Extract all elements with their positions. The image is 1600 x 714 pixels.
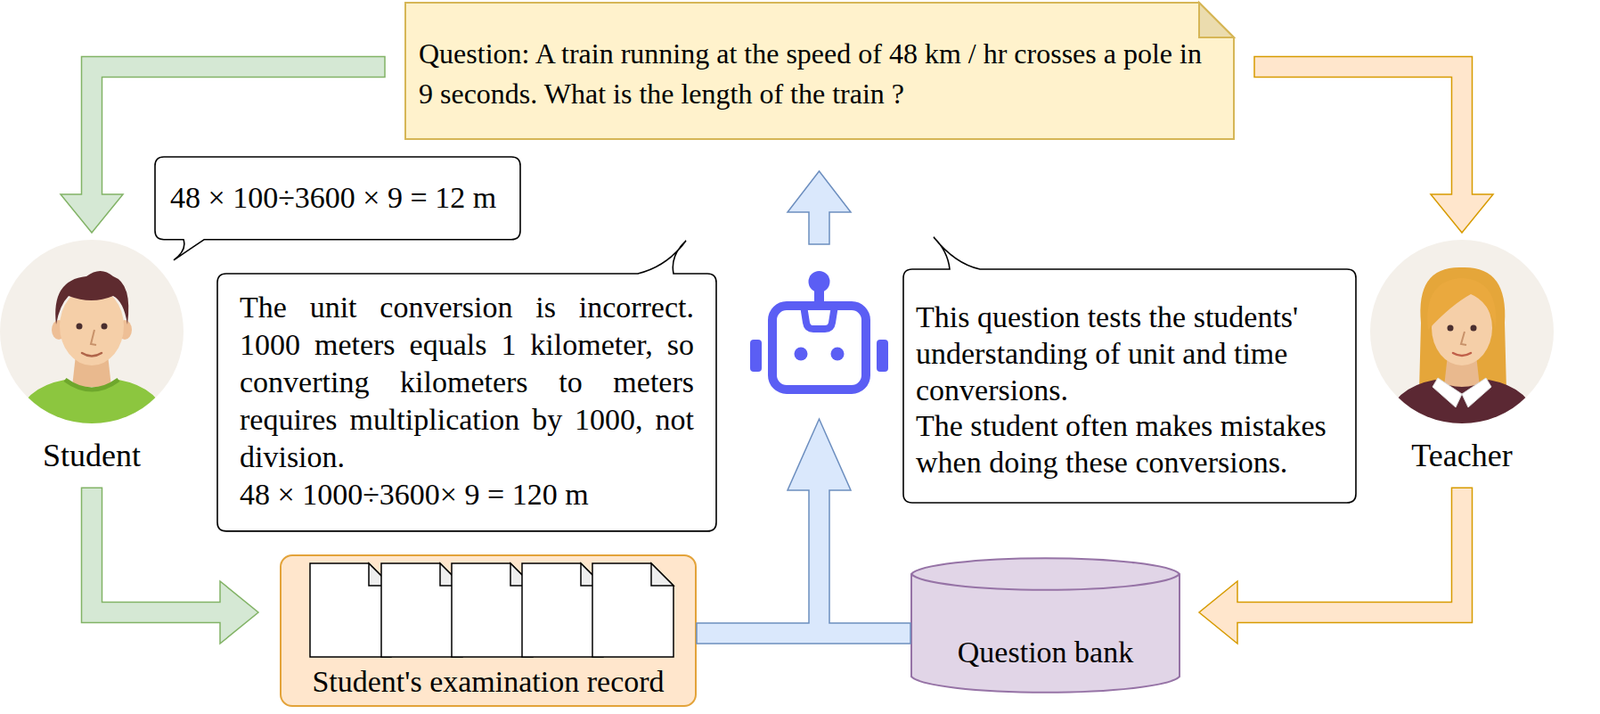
avatar-body: [15, 354, 169, 432]
student-illustration: [0, 239, 184, 432]
node-outline: [404, 1, 1235, 140]
hair: [55, 270, 129, 325]
node-text: The unit conversion is incorrect. 1000 m…: [239, 288, 694, 476]
document-page: [381, 563, 463, 657]
note-outline: [405, 2, 1234, 139]
document-fold: [651, 563, 674, 586]
mouth: [1453, 352, 1471, 356]
robot-eye: [794, 347, 809, 361]
question-note: Question: A train running at the speed o…: [404, 1, 1235, 140]
node-text: Student's examination record: [311, 663, 664, 699]
node-text: Student: [42, 436, 141, 475]
robot-antenna-ball: [808, 270, 831, 293]
collar: [65, 379, 119, 390]
node-text: Question: A train running at the speed o…: [418, 33, 1216, 115]
up-arrow: [787, 171, 851, 245]
robot-eye: [831, 347, 845, 361]
cylinder-rim: [911, 573, 1180, 590]
bubble-outline: [217, 240, 717, 531]
robot-icon: [750, 270, 889, 390]
eye: [1470, 325, 1478, 332]
question-bank-cylinder: Question bank: [910, 555, 1181, 694]
note-fold: [1199, 2, 1234, 38]
robot-visor: [803, 305, 835, 329]
block-arrow: [1254, 57, 1494, 234]
node-text: Teacher: [1411, 436, 1512, 475]
shirt: [1385, 379, 1539, 432]
collar: [1432, 377, 1462, 408]
avatar-body: [1385, 267, 1539, 432]
robot-head: [772, 305, 866, 390]
bubble-outline: [155, 156, 521, 261]
document-page: [451, 563, 533, 657]
bubble-outline: [903, 236, 1356, 503]
block-arrow: [1199, 487, 1473, 644]
node-text: 48 × 1000÷3600× 9 = 120 m: [239, 475, 694, 514]
merge-arrow: [696, 418, 911, 644]
node-text: The student often makes mistakes when do…: [915, 408, 1344, 482]
hair-back: [1419, 267, 1507, 391]
answer-bubble: 48 × 100÷3600 × 9 = 12 m: [155, 156, 521, 240]
node-outline: [910, 555, 1181, 694]
collar: [1461, 377, 1492, 408]
robot-ear: [750, 339, 762, 372]
shirt: [15, 379, 169, 432]
cylinder-body: [911, 557, 1180, 692]
eye: [1447, 325, 1454, 332]
feedback-bubble: The unit conversion is incorrect. 1000 m…: [217, 273, 717, 531]
eye: [101, 323, 108, 330]
node-text: Question bank: [957, 634, 1134, 671]
document-page: [522, 563, 604, 657]
node-text: 48 × 100÷3600 × 9 = 12 m: [170, 179, 497, 217]
document-page: [310, 563, 392, 657]
nose: [90, 329, 97, 345]
document-stack: [310, 563, 674, 657]
analysis-bubble: This question tests the students' unders…: [903, 269, 1356, 503]
mouth: [81, 352, 102, 357]
robot-ear: [876, 339, 889, 372]
nose: [1461, 331, 1467, 345]
node-text: This question tests the students' unders…: [915, 299, 1344, 409]
eye: [76, 323, 83, 330]
teacher-illustration: [1370, 239, 1554, 432]
document-page: [592, 563, 674, 657]
hair-bangs: [1427, 277, 1496, 330]
